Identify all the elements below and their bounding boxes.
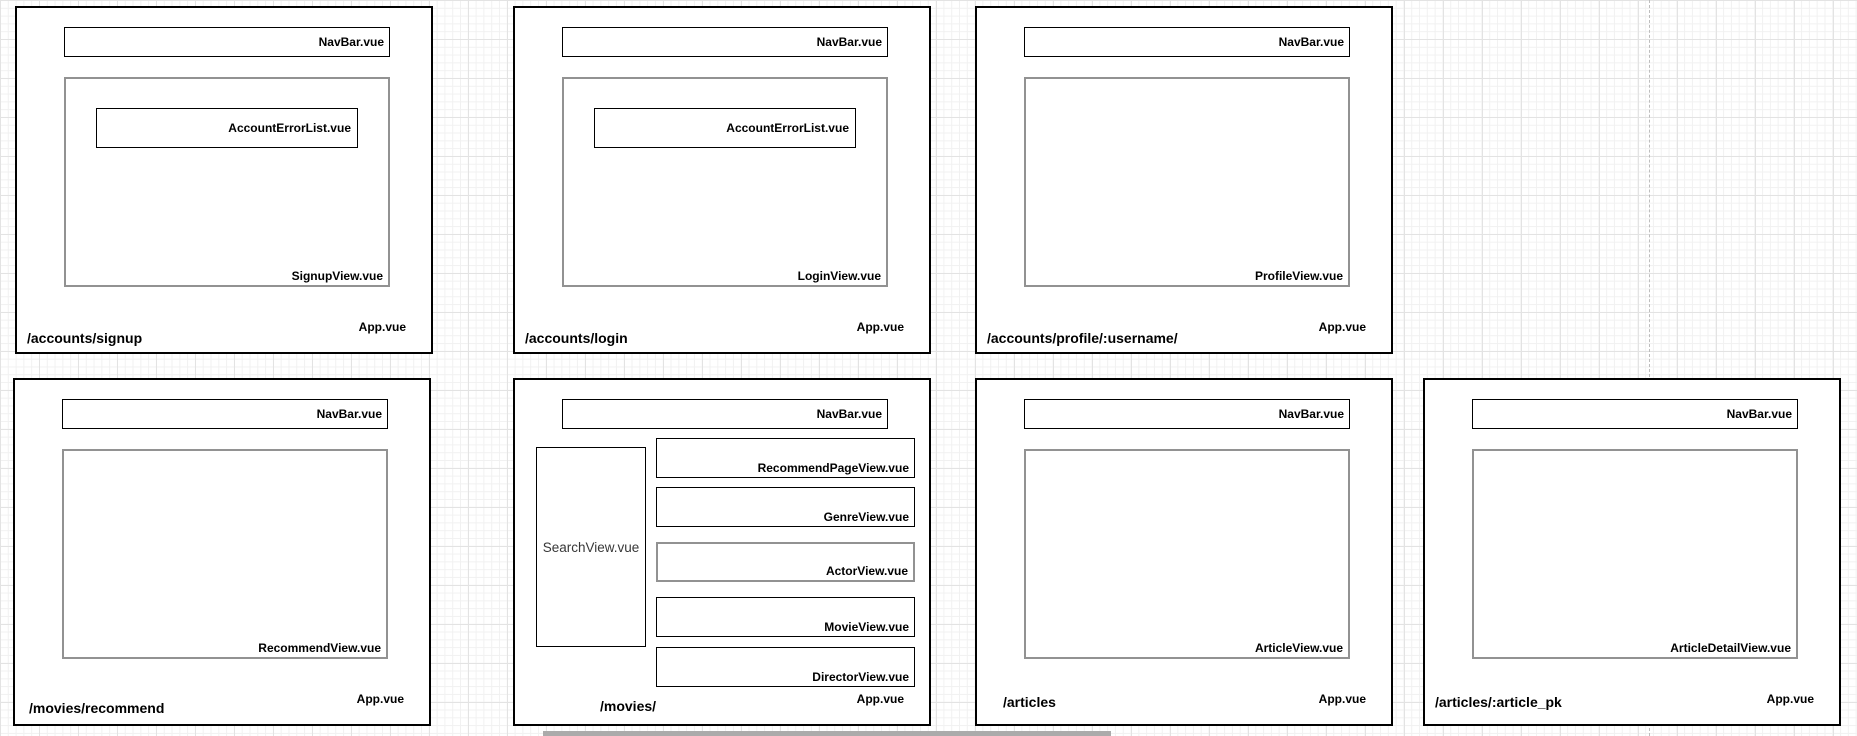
route-label: /articles/:article_pk	[1435, 694, 1562, 710]
frame-article-detail[interactable]: NavBar.vue ArticleDetailView.vue App.vue…	[1423, 378, 1841, 726]
app-label: App.vue	[1318, 692, 1366, 706]
genre-view-box[interactable]: GenreView.vue	[656, 487, 915, 527]
article-view-label: ArticleView.vue	[1254, 641, 1343, 655]
route-label: /movies/recommend	[29, 700, 165, 716]
account-error-list-box[interactable]: AccountErrorList.vue	[594, 108, 856, 148]
search-view-label: SearchView.vue	[542, 539, 640, 555]
recommend-view-box[interactable]: RecommendView.vue	[62, 449, 388, 659]
navbar-label: NavBar.vue	[1278, 35, 1344, 49]
account-error-list-box[interactable]: AccountErrorList.vue	[96, 108, 358, 148]
navbar-box[interactable]: NavBar.vue	[64, 27, 390, 57]
navbar-box[interactable]: NavBar.vue	[1024, 399, 1350, 429]
navbar-label: NavBar.vue	[816, 407, 882, 421]
movie-view-box[interactable]: MovieView.vue	[656, 597, 915, 637]
account-error-list-label: AccountErrorList.vue	[726, 121, 849, 135]
actor-view-box[interactable]: ActorView.vue	[656, 542, 915, 582]
signup-view-box[interactable]: AccountErrorList.vue SignupView.vue	[64, 77, 390, 287]
route-label: /accounts/profile/:username/	[987, 330, 1178, 346]
navbar-label: NavBar.vue	[1726, 407, 1792, 421]
route-label: /movies/	[600, 698, 657, 714]
recommend-page-view-box[interactable]: RecommendPageView.vue	[656, 438, 915, 478]
navbar-box[interactable]: NavBar.vue	[62, 399, 388, 429]
director-view-box[interactable]: DirectorView.vue	[656, 647, 915, 687]
frame-accounts-profile[interactable]: NavBar.vue ProfileView.vue App.vue /acco…	[975, 6, 1393, 354]
navbar-label: NavBar.vue	[1278, 407, 1344, 421]
route-label: /accounts/signup	[27, 330, 143, 346]
page-boundary-divider	[1649, 0, 1650, 736]
frame-movies[interactable]: NavBar.vue SearchView.vue RecommendPageV…	[513, 378, 931, 726]
search-view-box[interactable]: SearchView.vue	[536, 447, 646, 647]
navbar-label: NavBar.vue	[816, 35, 882, 49]
frame-movies-recommend[interactable]: NavBar.vue RecommendView.vue App.vue /mo…	[13, 378, 431, 726]
genre-view-label: GenreView.vue	[823, 510, 909, 524]
offscreen-shape-edge	[543, 731, 1111, 736]
signup-view-label: SignupView.vue	[291, 269, 383, 283]
article-view-box[interactable]: ArticleView.vue	[1024, 449, 1350, 659]
article-detail-view-box[interactable]: ArticleDetailView.vue	[1472, 449, 1798, 659]
navbar-box[interactable]: NavBar.vue	[1024, 27, 1350, 57]
recommend-view-label: RecommendView.vue	[258, 641, 381, 655]
profile-view-box[interactable]: ProfileView.vue	[1024, 77, 1350, 287]
director-view-label: DirectorView.vue	[812, 670, 909, 684]
navbar-box[interactable]: NavBar.vue	[562, 27, 888, 57]
profile-view-label: ProfileView.vue	[1254, 269, 1343, 283]
frame-accounts-login[interactable]: NavBar.vue AccountErrorList.vue LoginVie…	[513, 6, 931, 354]
frame-accounts-signup[interactable]: NavBar.vue AccountErrorList.vue SignupVi…	[15, 6, 433, 354]
login-view-label: LoginView.vue	[797, 269, 881, 283]
actor-view-label: ActorView.vue	[825, 564, 908, 578]
app-label: App.vue	[358, 320, 406, 334]
app-label: App.vue	[1766, 692, 1814, 706]
app-label: App.vue	[856, 692, 904, 706]
article-detail-view-label: ArticleDetailView.vue	[1670, 641, 1791, 655]
navbar-box[interactable]: NavBar.vue	[562, 399, 888, 429]
recommend-page-view-label: RecommendPageView.vue	[757, 461, 909, 475]
navbar-label: NavBar.vue	[318, 35, 384, 49]
route-label: /accounts/login	[525, 330, 628, 346]
frame-articles[interactable]: NavBar.vue ArticleView.vue App.vue /arti…	[975, 378, 1393, 726]
app-label: App.vue	[356, 692, 404, 706]
navbar-box[interactable]: NavBar.vue	[1472, 399, 1798, 429]
app-label: App.vue	[856, 320, 904, 334]
app-label: App.vue	[1318, 320, 1366, 334]
navbar-label: NavBar.vue	[316, 407, 382, 421]
movie-view-label: MovieView.vue	[824, 620, 909, 634]
login-view-box[interactable]: AccountErrorList.vue LoginView.vue	[562, 77, 888, 287]
route-label: /articles	[1003, 694, 1056, 710]
account-error-list-label: AccountErrorList.vue	[228, 121, 351, 135]
